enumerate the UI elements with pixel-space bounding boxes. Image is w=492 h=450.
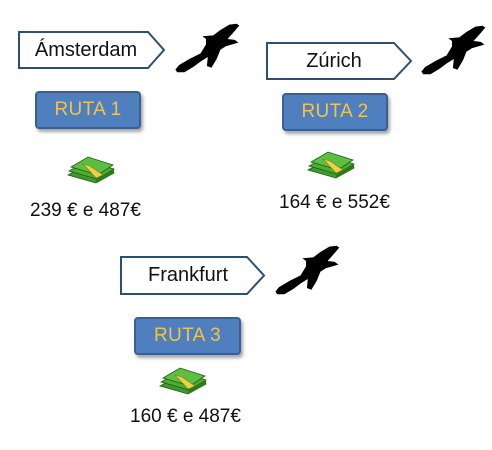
price-range-2: 164 € e 552€ xyxy=(279,192,390,213)
price-range-3: 160 € e 487€ xyxy=(130,406,241,427)
route-1-button[interactable]: RUTA 1 xyxy=(35,91,141,129)
banknotes-icon xyxy=(158,366,208,396)
airplane-icon xyxy=(416,24,488,76)
banknotes-icon xyxy=(66,155,116,185)
airplane-icon xyxy=(270,244,342,296)
banknotes-icon xyxy=(306,150,356,180)
airplane-icon xyxy=(170,22,242,74)
city-label-2: Zúrich xyxy=(306,49,362,72)
city-label-1: Ámsterdam xyxy=(34,38,138,61)
city-label-3: Frankfurt xyxy=(147,264,229,286)
city-tag-2: Zúrich xyxy=(266,42,413,80)
city-tag-3: Frankfurt xyxy=(120,256,266,295)
price-range-1: 239 € e 487€ xyxy=(30,200,141,221)
route-3-button[interactable]: RUTA 3 xyxy=(134,317,241,355)
city-tag-1: Ámsterdam xyxy=(18,31,166,69)
route-2-button[interactable]: RUTA 2 xyxy=(282,93,388,131)
